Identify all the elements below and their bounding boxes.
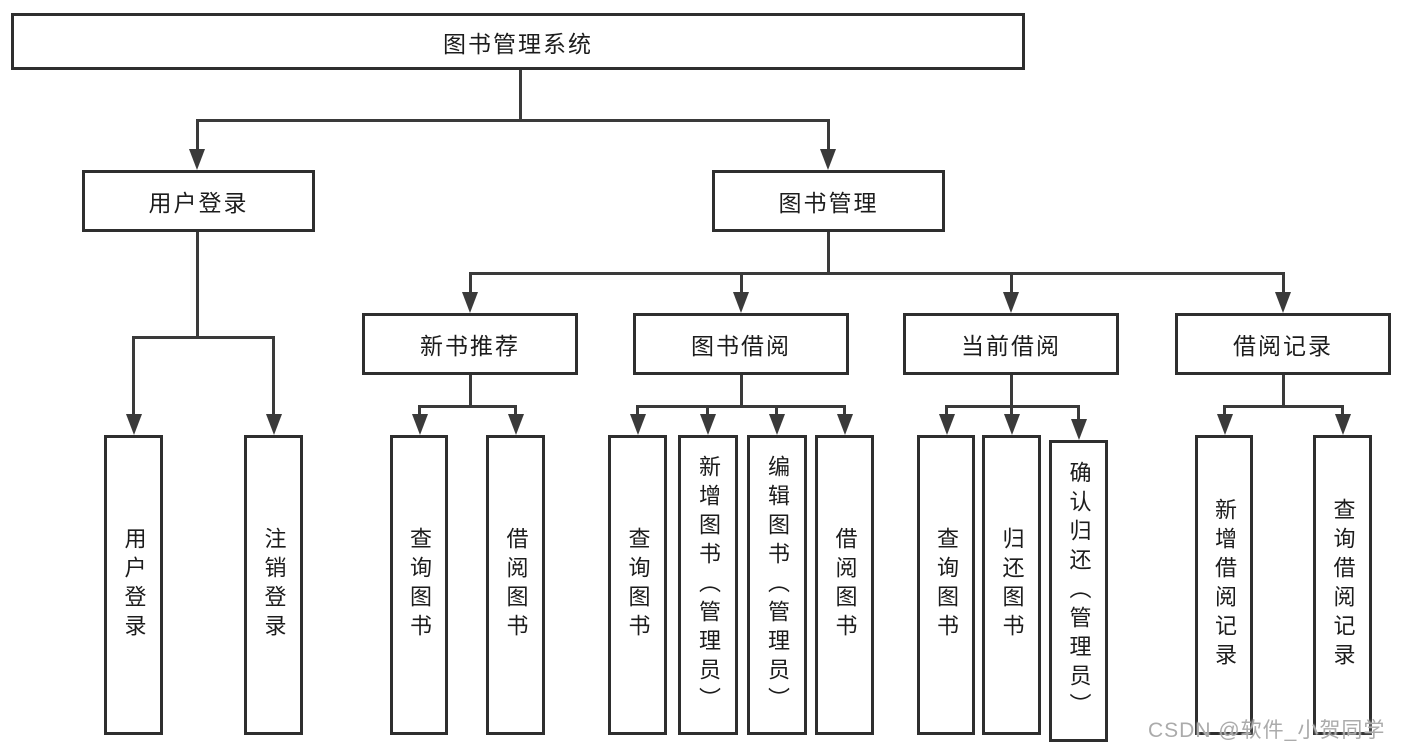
connector-new-book-trunk [468, 375, 472, 405]
connector-book-management-trunk [826, 232, 830, 272]
leaf-logout: 注销登录 [244, 435, 303, 735]
leaf-label: 借阅图书 [832, 527, 858, 643]
node-user-login: 用户登录 [82, 170, 315, 232]
connector-stem-leaf [418, 405, 421, 414]
connector-stem-leaf [1010, 405, 1013, 414]
leaf-label: 查询图书 [407, 527, 432, 643]
connector-stem-new-book [468, 272, 472, 292]
leaf-confirm-return-admin: 确认归还（管理员） [1049, 440, 1108, 742]
connector-stem-leaf-user-login [132, 336, 135, 414]
leaf-return-books: 归还图书 [982, 435, 1041, 735]
leaf-borrow-books-recommend: 借阅图书 [486, 435, 545, 735]
leaf-label: 确认归还（管理员） [1066, 460, 1092, 722]
leaf-label: 注销登录 [261, 527, 287, 643]
connector-stem-leaf [1223, 405, 1226, 414]
connector-level3-bar [468, 272, 1285, 275]
arrow-down-icon [820, 149, 836, 170]
leaf-label: 查询借阅记录 [1330, 498, 1356, 672]
arrow-down-icon [507, 414, 524, 435]
connector-borrowing-records-trunk [1281, 375, 1285, 405]
leaf-borrow-books-borrow: 借阅图书 [815, 435, 874, 735]
connector-stem-leaf [636, 405, 639, 414]
leaf-query-borrow-record: 查询借阅记录 [1313, 435, 1372, 735]
node-label: 用户登录 [148, 190, 249, 216]
connector-stem-user-login [195, 119, 199, 149]
arrow-down-icon [265, 414, 282, 435]
leaf-label: 用户登录 [121, 527, 147, 643]
arrow-down-icon [411, 414, 428, 435]
connector-stem-current-borrowing [1009, 272, 1013, 292]
node-borrowing-records: 借阅记录 [1175, 313, 1391, 375]
leaf-query-books-current: 查询图书 [917, 435, 975, 735]
leaf-add-books-admin: 新增图书（管理员） [678, 435, 738, 735]
connector-stem-borrowing-records [1281, 272, 1285, 292]
arrow-down-icon [189, 149, 205, 170]
connector-borrowing-records-bar [1223, 405, 1344, 408]
arrow-down-icon [768, 414, 785, 435]
connector-new-book-bar [418, 405, 517, 408]
node-current-borrowing: 当前借阅 [903, 313, 1119, 375]
node-root-library-system: 图书管理系统 [11, 13, 1025, 70]
leaf-label: 新增借阅记录 [1212, 498, 1237, 672]
connector-user-login-bar [132, 336, 275, 339]
connector-user-login-trunk [195, 232, 199, 336]
arrow-down-icon [836, 414, 853, 435]
connector-stem-leaf [843, 405, 846, 414]
connector-book-borrowing-trunk [739, 375, 743, 405]
leaf-query-books-borrow: 查询图书 [608, 435, 667, 735]
leaf-label: 借阅图书 [503, 527, 529, 643]
connector-stem-book-management [826, 119, 830, 149]
leaf-label: 查询图书 [625, 527, 651, 643]
leaf-add-borrow-record: 新增借阅记录 [1195, 435, 1253, 735]
arrow-down-icon [733, 292, 749, 313]
arrow-down-icon [1070, 419, 1087, 440]
arrow-down-icon [1003, 292, 1019, 313]
connector-book-borrowing-bar [636, 405, 846, 408]
connector-stem-leaf [706, 405, 709, 414]
node-label: 新书推荐 [420, 333, 520, 359]
node-book-borrowing: 图书借阅 [633, 313, 849, 375]
arrow-down-icon [699, 414, 716, 435]
csdn-watermark: CSDN @软件_小贺同学 [1148, 719, 1386, 742]
connector-current-borrowing-trunk [1009, 375, 1013, 405]
node-book-management: 图书管理 [712, 170, 945, 232]
arrow-down-icon [1216, 414, 1233, 435]
arrow-down-icon [1003, 414, 1020, 435]
node-new-book-recommendation: 新书推荐 [362, 313, 578, 375]
node-label: 图书借阅 [691, 333, 791, 359]
leaf-label: 查询图书 [934, 527, 959, 643]
connector-level2-bar [195, 119, 830, 122]
connector-root-trunk [518, 70, 522, 119]
node-label: 图书管理 [778, 190, 879, 216]
connector-stem-leaf-logout [272, 336, 275, 414]
leaf-user-login: 用户登录 [104, 435, 163, 735]
leaf-label: 归还图书 [999, 527, 1025, 643]
connector-stem-leaf [1077, 405, 1080, 419]
connector-stem-book-borrowing [739, 272, 743, 292]
node-label: 图书管理系统 [443, 30, 593, 57]
connector-stem-leaf [775, 405, 778, 414]
leaf-label: 新增图书（管理员） [696, 454, 721, 716]
arrow-down-icon [629, 414, 646, 435]
connector-stem-leaf [1341, 405, 1344, 414]
arrow-down-icon [1275, 292, 1291, 313]
connector-stem-leaf [514, 405, 517, 414]
leaf-query-books-recommend: 查询图书 [390, 435, 448, 735]
node-label: 当前借阅 [961, 333, 1061, 359]
arrow-down-icon [125, 414, 142, 435]
arrow-down-icon [1334, 414, 1351, 435]
node-label: 借阅记录 [1233, 333, 1333, 359]
leaf-edit-books-admin: 编辑图书（管理员） [747, 435, 807, 735]
connector-stem-leaf [945, 405, 948, 414]
arrow-down-icon [462, 292, 478, 313]
leaf-label: 编辑图书（管理员） [765, 454, 790, 716]
arrow-down-icon [938, 414, 955, 435]
